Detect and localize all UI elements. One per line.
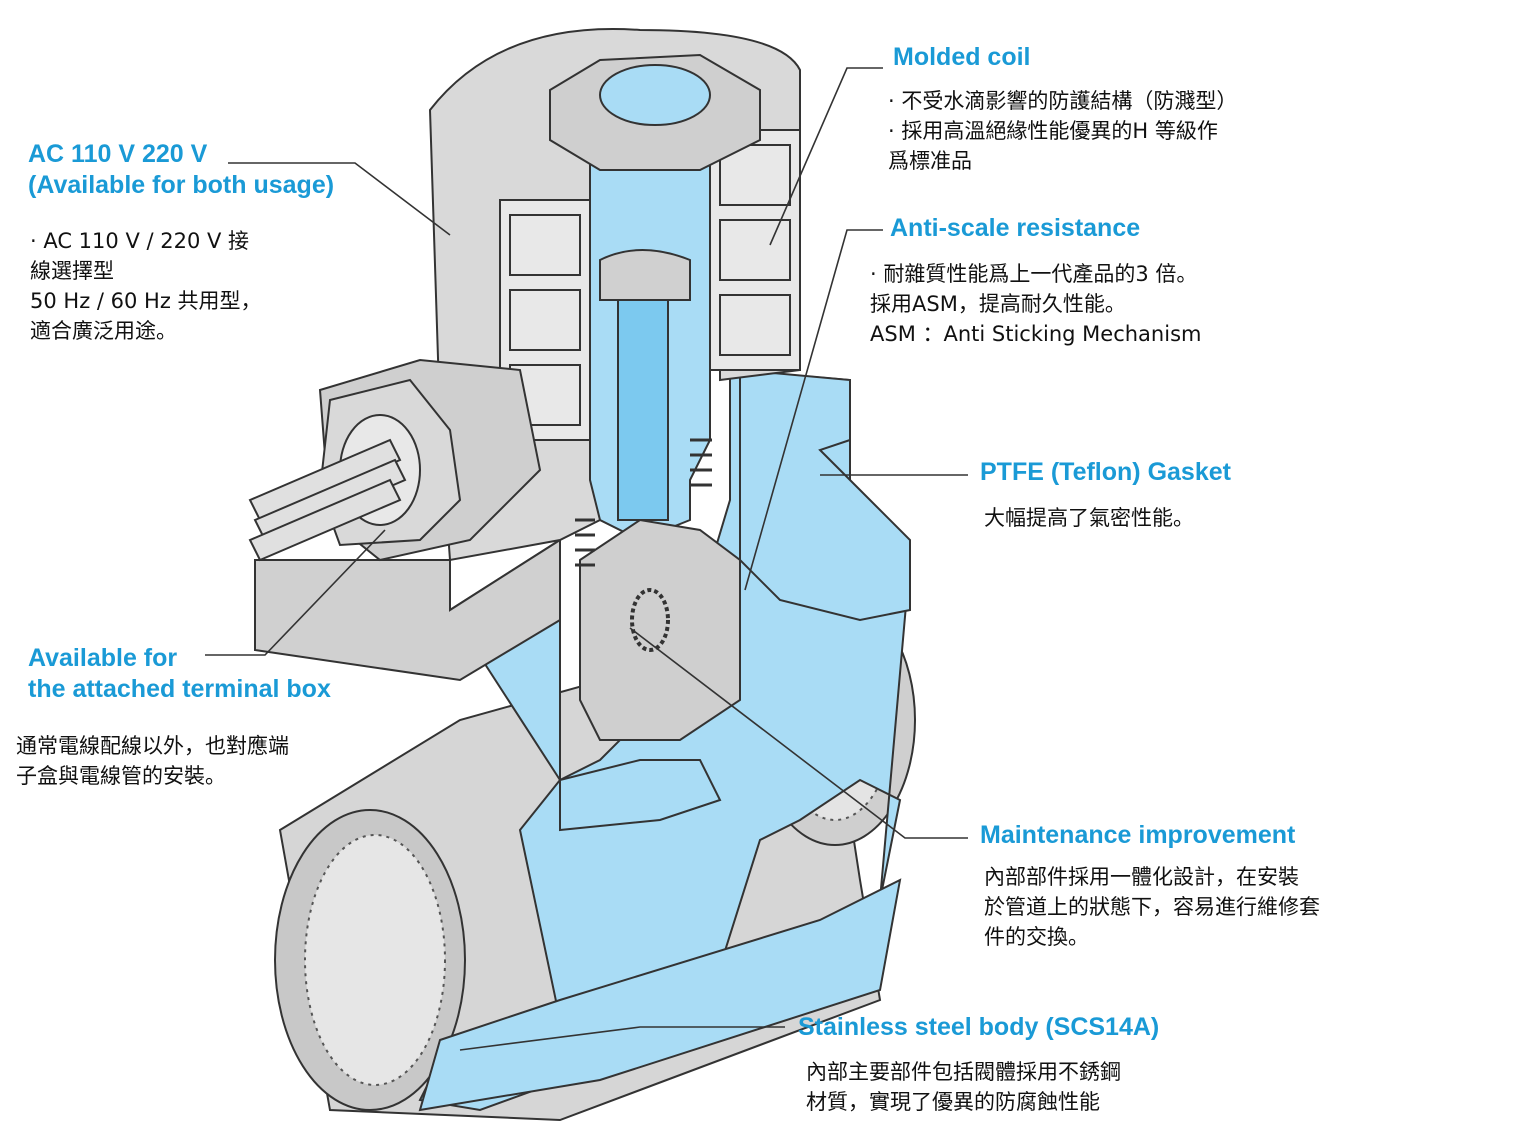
valve-seat-assembly [579, 518, 741, 741]
maintenance-desc-line: 件的交換。 [984, 925, 1089, 949]
leader-voltage [228, 162, 451, 236]
terminal-heading-line1: Available for [28, 644, 178, 672]
antiscale-description: · 耐雜質性能爲上一代產品的3 倍。 採用ASM，提高耐久性能。 ASM ：An… [870, 259, 1201, 349]
coil-description: · 不受水滴影響的防護結構（防濺型） · 採用高溫絕緣性能優異的H 等級作 爲標… [888, 86, 1237, 176]
body-outlet-flange [739, 368, 911, 622]
voltage-desc-line: · AC 110 V / 220 V 接 [30, 229, 250, 253]
leader-antiscale [744, 229, 883, 591]
voltage-heading-line2: (Available for both usage) [28, 171, 335, 199]
body-description: 內部主要部件包括閥體採用不銹鋼 材質，實現了優異的防腐蝕性能 [806, 1057, 1121, 1117]
gasket-heading: PTFE (Teflon) Gasket [980, 458, 1231, 486]
terminal-heading: Available for the attached terminal box [28, 643, 331, 705]
antiscale-desc-line: 採用ASM，提高耐久性能。 [870, 292, 1126, 316]
terminal-description: 通常電線配線以外，也對應端 子盒與電線管的安裝。 [16, 731, 289, 791]
body-desc-line: 內部主要部件包括閥體採用不銹鋼 [806, 1060, 1121, 1084]
voltage-desc-line: 適合廣泛用途。 [30, 319, 177, 343]
voltage-description: · AC 110 V / 220 V 接 線選擇型 50 Hz / 60 Hz … [30, 226, 262, 346]
armature-guide [599, 249, 691, 301]
voltage-desc-line: 線選擇型 [30, 259, 114, 283]
maintenance-description: 內部部件採用一體化設計，在安裝 於管道上的狀態下，容易進行維修套 件的交換。 [984, 862, 1320, 952]
top-nut-bore [599, 64, 711, 126]
body-desc-line: 材質，實現了優異的防腐蝕性能 [806, 1090, 1100, 1114]
thread-marks [575, 438, 712, 567]
gasket-desc-line: 大幅提高了氣密性能。 [984, 506, 1194, 530]
leader-body [459, 1026, 785, 1051]
gasket-description: 大幅提高了氣密性能。 [984, 503, 1194, 533]
antiscale-desc-line: ASM ：Anti Sticking Mechanism [870, 322, 1202, 346]
voltage-heading: AC 110 V 220 V (Available for both usage… [28, 139, 334, 201]
leader-coil [769, 67, 883, 246]
terminal-desc-line: 子盒與電線管的安裝。 [16, 764, 226, 788]
body-heading: Stainless steel body (SCS14A) [798, 1013, 1160, 1041]
leader-terminal [205, 529, 386, 656]
voltage-desc-line: 50 Hz / 60 Hz 共用型， [30, 289, 262, 313]
maintenance-heading: Maintenance improvement [980, 821, 1296, 849]
leader-lines [205, 67, 968, 1051]
terminal-desc-line: 通常電線配線以外，也對應端 [16, 734, 289, 758]
maintenance-desc-line: 於管道上的狀態下，容易進行維修套 [984, 895, 1320, 919]
coil-heading: Molded coil [893, 43, 1031, 71]
coil-base-plate [254, 538, 561, 682]
leader-maintenance [629, 627, 968, 839]
spring-icon [630, 588, 670, 652]
diaphragm-ring [559, 759, 722, 832]
coil-desc-line: · 不受水滴影響的防護結構（防濺型） [888, 89, 1238, 113]
maintenance-desc-line: 內部部件採用一體化設計，在安裝 [984, 865, 1299, 889]
wire-bundle [248, 438, 407, 562]
plunger-core [617, 289, 669, 521]
coil-winding-right [709, 129, 801, 371]
voltage-heading-line1: AC 110 V 220 V [28, 140, 208, 168]
coil-desc-line: 爲標准品 [888, 149, 972, 173]
terminal-heading-line2: the attached terminal box [28, 675, 331, 703]
pipe-floor-section [418, 878, 902, 1112]
antiscale-desc-line: · 耐雜質性能爲上一代產品的3 倍。 [870, 262, 1198, 286]
antiscale-heading: Anti-scale resistance [890, 214, 1141, 242]
coil-desc-line: · 採用高溫絕緣性能優異的H 等級作 [888, 119, 1218, 143]
